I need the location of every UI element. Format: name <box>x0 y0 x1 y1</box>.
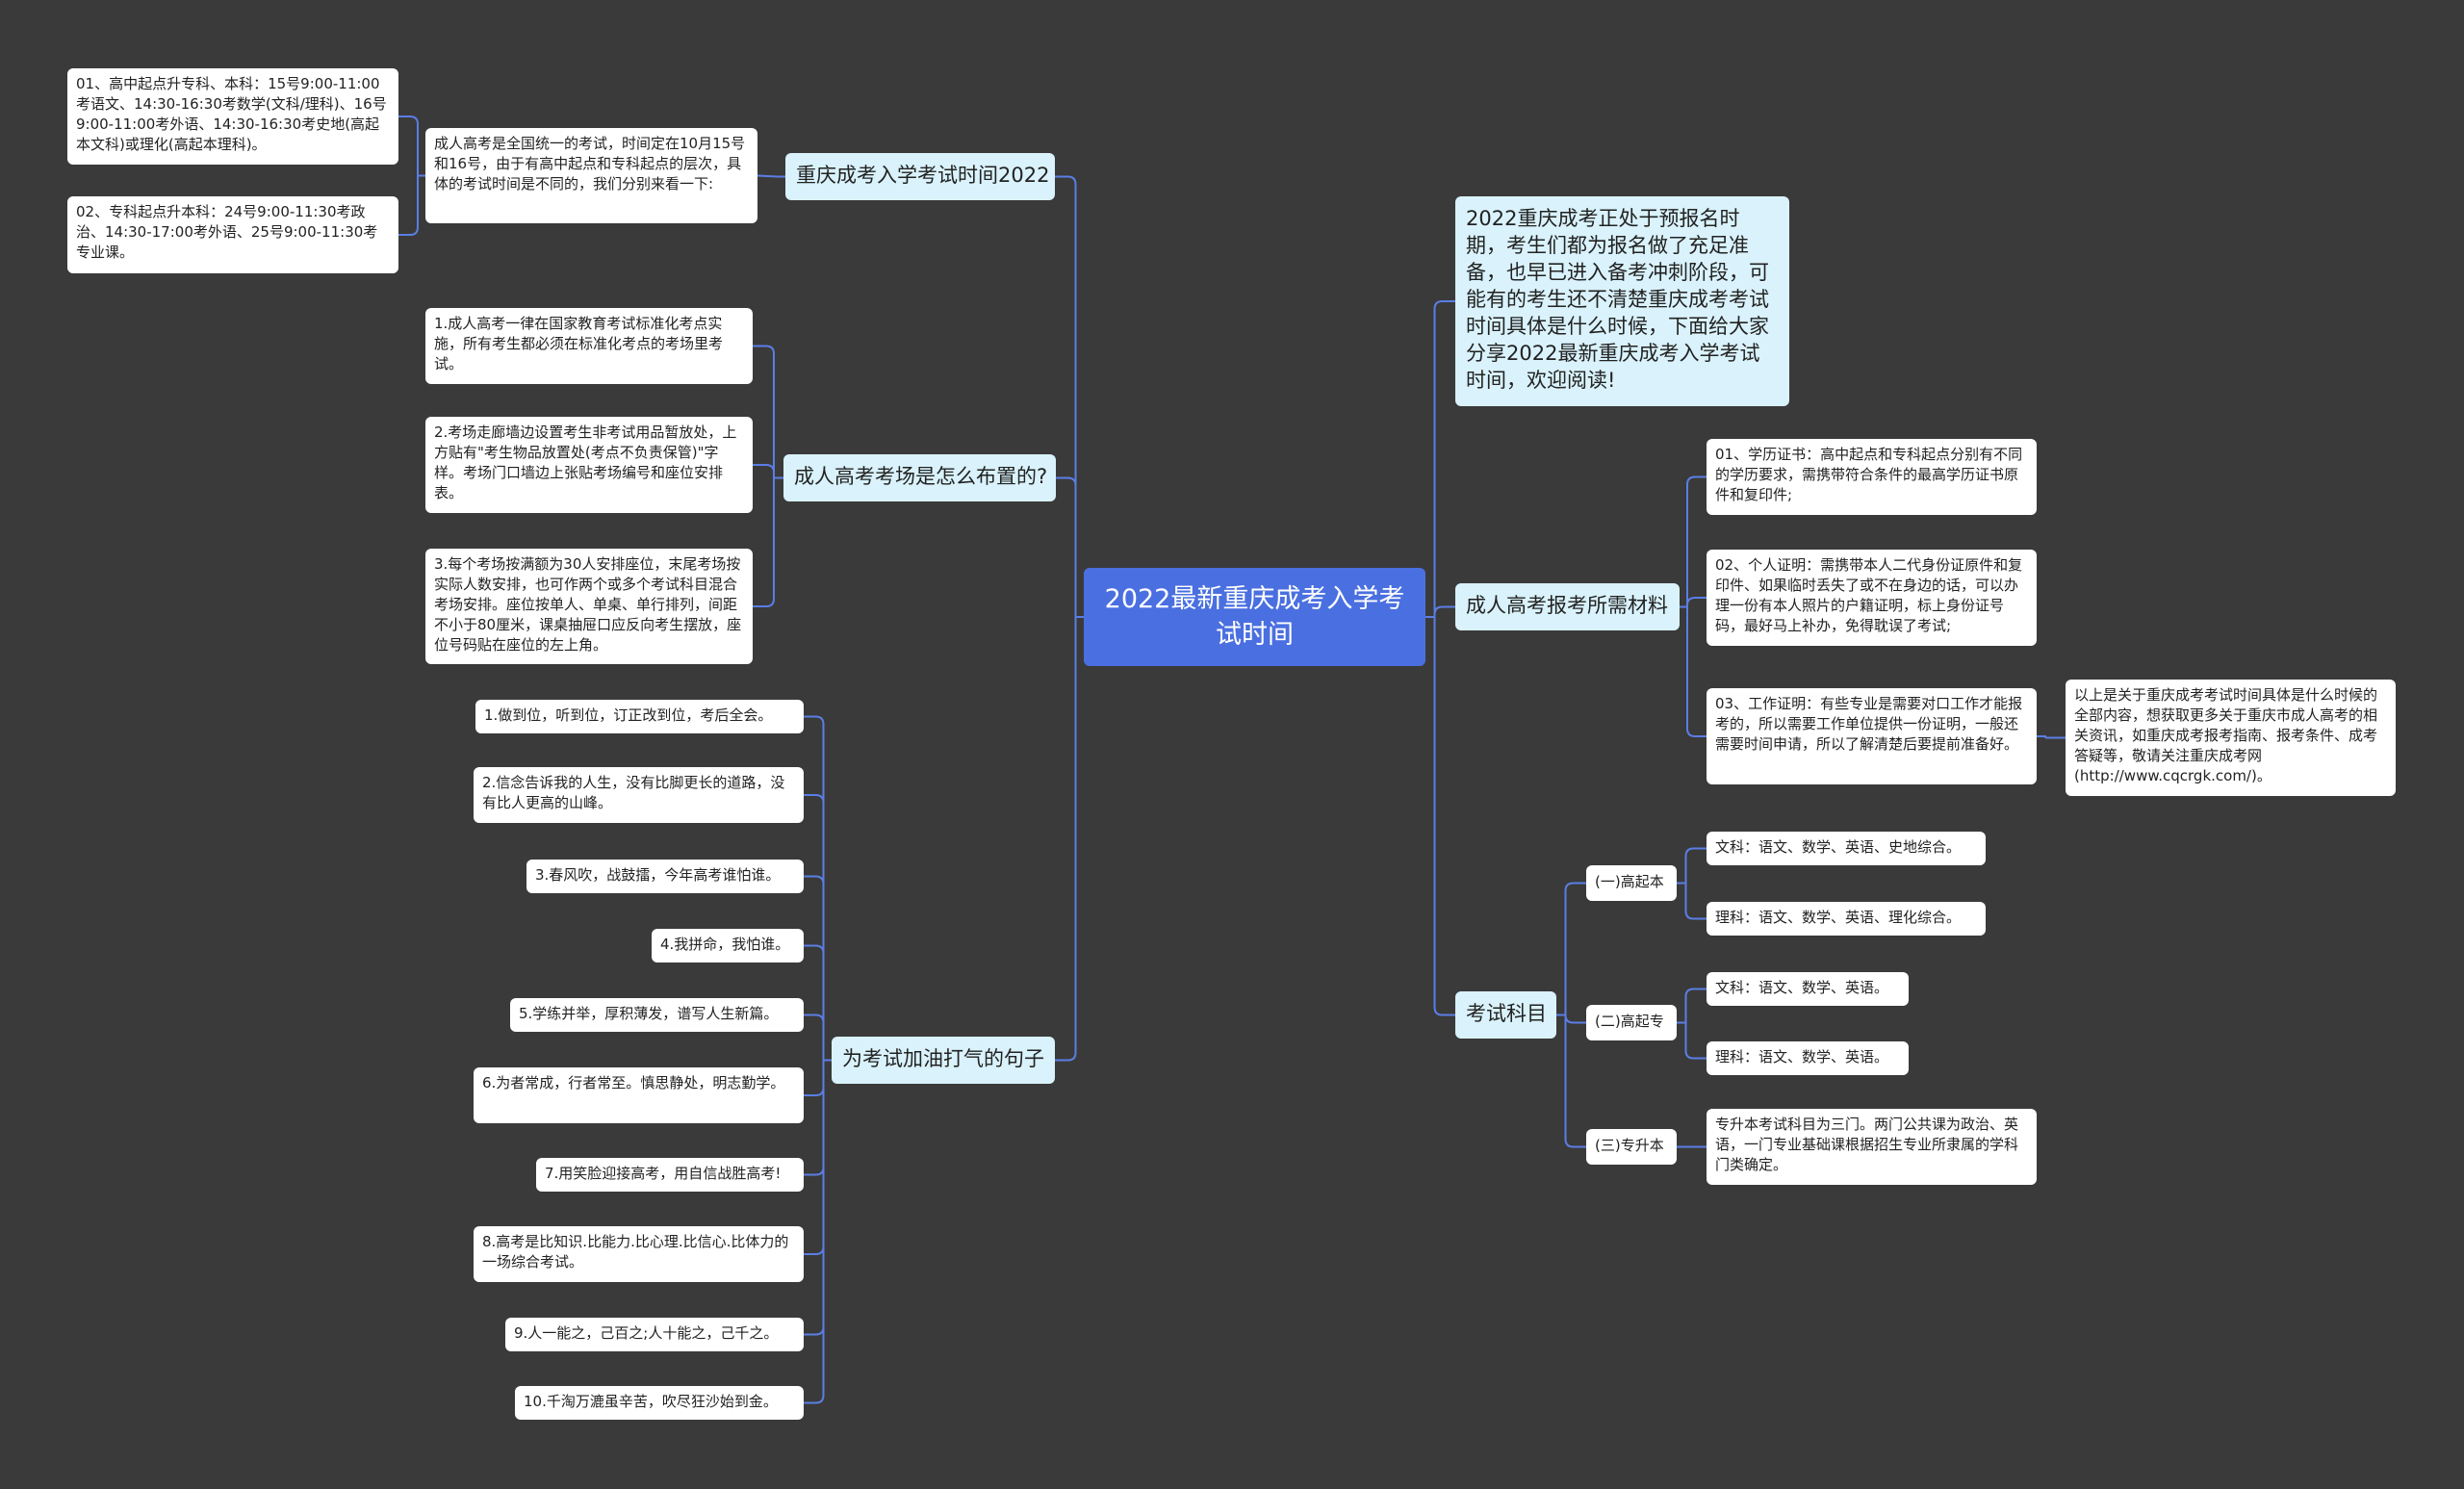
subject-1-item-1[interactable]: 文科：语文、数学、英语、史地综合。 <box>1707 832 1986 865</box>
connector-topic-subjects-0 <box>1556 882 1586 1016</box>
connector-exam-time-intro-1 <box>398 174 425 236</box>
materials-note[interactable]: 以上是关于重庆成考考试时间具体是什么时候的全部内容，想获取更多关于重庆市成人高考… <box>2066 680 2396 796</box>
topic-cheer[interactable]: 为考试加油打气的句子 <box>832 1037 1055 1084</box>
connector-root-topic-0 <box>1425 300 1455 618</box>
materials-item-1[interactable]: 01、学历证书：高中起点和专科起点分别有不同的学历要求，需携带符合条件的最高学历… <box>1707 439 2037 515</box>
connector-topic-cheer-8 <box>804 1059 832 1336</box>
connector-topic-cheer-7 <box>804 1059 832 1255</box>
cheer-item-9[interactable]: 9.人一能之，己百之;人十能之，己千之。 <box>505 1318 804 1351</box>
connector-topic-cheer-9 <box>804 1059 832 1404</box>
root-topic[interactable]: 2022最新重庆成考入学考试时间 <box>1084 568 1425 666</box>
connector-topic-cheer-4 <box>804 1014 832 1062</box>
connector-topic-venue-2 <box>753 476 783 607</box>
cheer-item-3[interactable]: 3.春风吹，战鼓擂，今年高考谁怕谁。 <box>526 860 804 893</box>
connector-topic-cheer-0 <box>804 715 832 1062</box>
connector-root-topic-1 <box>1056 476 1084 618</box>
venue-item-2[interactable]: 2.考场走廊墙边设置考生非考试用品暂放处，上方贴有"考生物品放置处(考点不负责保… <box>425 417 753 513</box>
subject-2-item-1[interactable]: 文科：语文、数学、英语。 <box>1707 972 1909 1006</box>
connector-topic-cheer-5 <box>804 1059 832 1096</box>
connector-topic-venue-0 <box>753 345 783 479</box>
connector-subject-group-2-1 <box>1677 1021 1707 1060</box>
connector-topic-cheer-1 <box>804 794 832 1062</box>
venue-item-1[interactable]: 1.成人高考一律在国家教育考试标准化考点实施，所有考生都必须在标准化考点的考场里… <box>425 308 753 384</box>
cheer-item-10[interactable]: 10.千淘万漉虽辛苦，吹尽狂沙始到金。 <box>515 1386 804 1420</box>
connector-topic-cheer-2 <box>804 875 832 1062</box>
topic-subjects[interactable]: 考试科目 <box>1455 991 1556 1039</box>
connector-topic-materials-0 <box>1680 475 1707 608</box>
venue-item-3[interactable]: 3.每个考场按满额为30人安排座位，末尾考场按实际人数安排，也可作两个或多个考试… <box>425 549 753 664</box>
topic-venue[interactable]: 成人高考考场是怎么布置的? <box>783 454 1056 501</box>
connector-topic-materials-2 <box>1680 605 1707 737</box>
connector-root-topic-2 <box>1055 616 1084 1062</box>
connector-subject-group-1-1 <box>1677 882 1707 920</box>
subject-group-1[interactable]: (一)高起本 <box>1586 865 1677 901</box>
connector-topic-subjects-2 <box>1556 1014 1586 1148</box>
subject-group-2[interactable]: (二)高起专 <box>1586 1005 1677 1040</box>
topic-exam-time[interactable]: 重庆成考入学考试时间2022 <box>785 153 1055 200</box>
connector-root-topic-0 <box>1055 175 1084 618</box>
subject-group-3[interactable]: (三)专升本 <box>1586 1129 1677 1165</box>
connector-topic-exam-time-0 <box>757 174 785 178</box>
exam-time-item-1[interactable]: 01、高中起点升专科、本科：15号9:00-11:00考语文、14:30-16:… <box>67 68 398 165</box>
subject-1-item-2[interactable]: 理科：语文、数学、英语、理化综合。 <box>1707 902 1986 936</box>
exam-time-intro[interactable]: 成人高考是全国统一的考试，时间定在10月15号和16号，由于有高中起点和专科起点… <box>425 128 757 223</box>
connector-topic-venue-1 <box>753 464 783 479</box>
intro-topic[interactable]: 2022重庆成考正处于预报名时期，考生们都为报名做了充足准备，也早已进入备考冲刺… <box>1455 196 1789 406</box>
connector-topic-materials-1 <box>1680 597 1707 608</box>
cheer-item-8[interactable]: 8.高考是比知识.比能力.比心理.比信心.比体力的一场综合考试。 <box>474 1226 804 1282</box>
connector-exam-time-intro-0 <box>398 116 425 177</box>
connector-root-topic-2 <box>1425 616 1455 1016</box>
cheer-item-5[interactable]: 5.学练并举，厚积薄发，谱写人生新篇。 <box>510 998 804 1032</box>
connector-materials-item-3-0 <box>2037 735 2066 739</box>
connector-topic-cheer-3 <box>804 944 832 1062</box>
cheer-item-6[interactable]: 6.为者常成，行者常至。慎思静处，明志勤学。 <box>474 1067 804 1123</box>
cheer-item-1[interactable]: 1.做到位，听到位，订正改到位，考后全会。 <box>475 700 804 733</box>
topic-materials[interactable]: 成人高考报考所需材料 <box>1455 583 1680 630</box>
materials-item-2[interactable]: 02、个人证明：需携带本人二代身份证原件和复印件、如果临时丢失了或不在身边的话，… <box>1707 550 2037 646</box>
subject-2-item-2[interactable]: 理科：语文、数学、英语。 <box>1707 1041 1909 1075</box>
connector-topic-cheer-6 <box>804 1059 832 1176</box>
materials-item-3[interactable]: 03、工作证明：有些专业是需要对口工作才能报考的，所以需要工作单位提供一份证明，… <box>1707 688 2037 784</box>
connector-root-topic-1 <box>1425 605 1455 618</box>
cheer-item-2[interactable]: 2.信念告诉我的人生，没有比脚更长的道路，没有比人更高的山峰。 <box>474 767 804 823</box>
connector-subject-group-1-0 <box>1677 847 1707 885</box>
exam-time-item-2[interactable]: 02、专科起点升本科：24号9:00-11:30考政治、14:30-17:00考… <box>67 196 398 273</box>
cheer-item-7[interactable]: 7.用笑脸迎接高考，用自信战胜高考! <box>536 1158 804 1192</box>
connector-subject-group-2-0 <box>1677 988 1707 1024</box>
connector-topic-subjects-1 <box>1556 1014 1586 1024</box>
cheer-item-4[interactable]: 4.我拼命，我怕谁。 <box>652 929 804 963</box>
subject-3-item-1[interactable]: 专升本考试科目为三门。两门公共课为政治、英语，一门专业基础课根据招生专业所隶属的… <box>1707 1109 2037 1185</box>
